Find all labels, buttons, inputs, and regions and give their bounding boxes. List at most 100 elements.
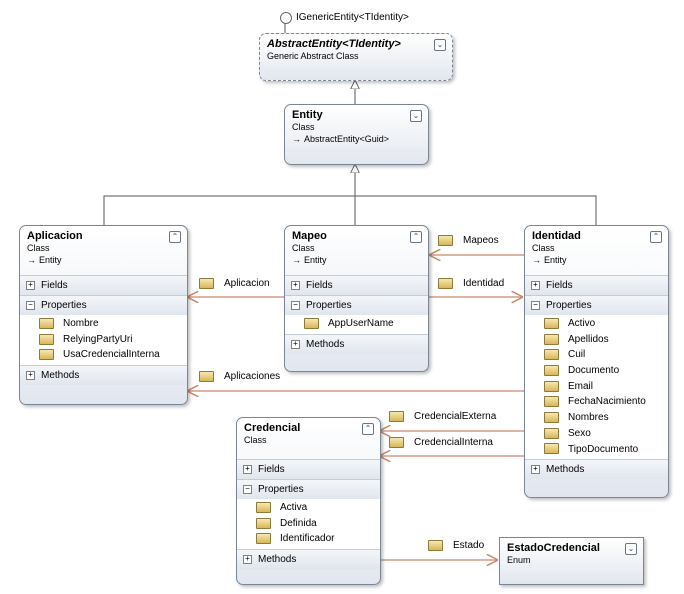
assoc-estado-label[interactable]: Estado: [428, 540, 484, 551]
chevron-toggle-icon[interactable]: ⌃: [410, 231, 422, 243]
property-icon: [544, 427, 559, 439]
property-icon: [39, 333, 54, 345]
property-name: Apellidos: [568, 333, 609, 345]
property-row[interactable]: UsaCredencialInterna: [20, 347, 187, 364]
property-icon: [544, 443, 559, 455]
property-icon: [39, 317, 54, 329]
chevron-toggle-icon[interactable]: ⌃: [169, 231, 181, 243]
property-row[interactable]: Identificador: [237, 531, 380, 548]
property-row[interactable]: Nombre: [20, 316, 187, 332]
assoc-mapeos-label[interactable]: Mapeos: [438, 235, 499, 246]
properties-label: Properties: [258, 484, 304, 495]
property-row[interactable]: Email: [525, 378, 668, 395]
property-icon: [304, 317, 319, 329]
abstract-entity-shape[interactable]: AbstractEntity<TIdentity> Generic Abstra…: [259, 33, 453, 81]
credencial-properties-compartment[interactable]: −Properties: [237, 479, 380, 499]
credencial-methods-compartment[interactable]: + Methods: [237, 549, 380, 570]
property-icon: [544, 380, 559, 392]
mapeo-methods-compartment[interactable]: +Methods: [285, 333, 428, 354]
inheritance-arrow-icon: →: [292, 255, 301, 265]
property-row[interactable]: Cuil: [525, 347, 668, 364]
collapse-icon[interactable]: −: [243, 484, 252, 494]
properties-label: Properties: [41, 300, 87, 311]
estado-credencial-shape[interactable]: EstadoCredencial Enum ⌄: [499, 537, 644, 585]
association-icon: [199, 278, 214, 289]
properties-label: Properties: [546, 300, 592, 311]
credencial-shape[interactable]: Credencial Class ⌃ +Fields −Properties A…: [236, 417, 381, 585]
property-icon: [256, 501, 271, 513]
property-icon: [544, 364, 559, 376]
property-row[interactable]: Activo: [525, 316, 668, 332]
property-row[interactable]: AppUserName: [285, 316, 428, 332]
inheritance-arrow-icon: →: [27, 255, 36, 265]
property-row[interactable]: Nombres: [525, 410, 668, 426]
entity-name: Entity: [292, 109, 323, 121]
expand-icon[interactable]: +: [291, 280, 300, 290]
identidad-stereotype: Class: [532, 243, 555, 253]
mapeo-fields-compartment[interactable]: +Fields: [285, 275, 428, 295]
expand-icon[interactable]: +: [26, 370, 35, 380]
chevron-toggle-icon[interactable]: ⌄: [434, 39, 446, 51]
collapse-icon[interactable]: −: [291, 300, 300, 310]
property-row[interactable]: Sexo: [525, 425, 668, 442]
expand-icon[interactable]: +: [291, 339, 300, 349]
mapeo-shape[interactable]: Mapeo Class →Entity ⌃ +Fields −Propertie…: [284, 225, 429, 372]
abstract-entity-stereotype: Generic Abstract Class: [267, 51, 359, 61]
assoc-credencial-interna-label[interactable]: CredencialInterna: [389, 437, 493, 448]
chevron-toggle-icon[interactable]: ⌄: [625, 543, 637, 555]
fields-label: Fields: [546, 280, 573, 291]
expand-icon[interactable]: +: [531, 280, 540, 290]
aplicacion-base-name: Entity: [39, 255, 62, 265]
credencial-fields-compartment[interactable]: +Fields: [237, 459, 380, 479]
collapse-icon[interactable]: −: [531, 300, 540, 310]
aplicacion-name: Aplicacion: [27, 230, 83, 242]
aplicacion-properties-compartment[interactable]: −Properties: [20, 295, 187, 315]
property-row[interactable]: Activa: [237, 500, 380, 516]
assoc-aplicacion-label[interactable]: Aplicacion: [199, 278, 270, 289]
property-row[interactable]: Definida: [237, 515, 380, 532]
association-icon: [428, 540, 443, 551]
mapeo-stereotype: Class: [292, 243, 315, 253]
property-name: FechaNacimiento: [568, 396, 646, 408]
chevron-toggle-icon[interactable]: ⌄: [410, 110, 422, 122]
property-row[interactable]: RelyingPartyUri: [20, 331, 187, 348]
property-row[interactable]: TipoDocumento: [525, 441, 668, 458]
aplicacion-methods-compartment[interactable]: +Methods: [20, 365, 187, 386]
property-row[interactable]: FechaNacimiento: [525, 394, 668, 411]
property-name: Sexo: [568, 427, 591, 439]
methods-label: Methods: [258, 554, 297, 566]
aplicacion-fields-compartment[interactable]: + Fields: [20, 275, 187, 295]
assoc-name: Aplicacion: [224, 278, 270, 290]
entity-base-name: AbstractEntity<Guid>: [304, 134, 390, 144]
property-row[interactable]: Apellidos: [525, 331, 668, 348]
assoc-credencial-externa-label[interactable]: CredencialExterna: [389, 411, 496, 422]
mapeo-properties-compartment[interactable]: −Properties: [285, 295, 428, 315]
chevron-toggle-icon[interactable]: ⌃: [362, 423, 374, 435]
property-row[interactable]: Documento: [525, 363, 668, 379]
entity-shape[interactable]: Entity Class →AbstractEntity<Guid> ⌄: [284, 104, 429, 165]
aplicacion-stereotype: Class: [27, 243, 50, 253]
assoc-name: Identidad: [463, 278, 505, 290]
identidad-shape[interactable]: Identidad Class →Entity ⌃ +Fields −Prope…: [524, 225, 669, 498]
aplicacion-base: →Entity: [27, 255, 167, 265]
assoc-aplicaciones-label[interactable]: Aplicaciones: [199, 371, 280, 382]
identidad-methods-compartment[interactable]: +Methods: [525, 459, 668, 480]
property-icon: [39, 349, 54, 361]
expand-icon[interactable]: +: [531, 465, 540, 475]
chevron-toggle-icon[interactable]: ⌃: [650, 231, 662, 243]
expand-icon[interactable]: +: [243, 554, 252, 564]
property-name: UsaCredencialInterna: [63, 349, 160, 361]
identidad-fields-compartment[interactable]: + Fields: [525, 275, 668, 295]
aplicacion-shape[interactable]: Aplicacion Class →Entity ⌃ + Fields −Prop…: [19, 225, 188, 405]
inheritance-arrow-icon: →: [292, 134, 301, 144]
expand-icon[interactable]: +: [243, 464, 252, 474]
identidad-properties-compartment[interactable]: −Properties: [525, 295, 668, 315]
association-icon: [438, 235, 453, 246]
assoc-identidad-label[interactable]: Identidad: [438, 278, 504, 289]
fields-label: Fields: [41, 280, 68, 291]
collapse-icon[interactable]: −: [26, 300, 35, 310]
property-name: AppUserName: [328, 318, 394, 329]
expand-icon[interactable]: +: [26, 280, 35, 290]
property-name: Documento: [568, 365, 620, 377]
